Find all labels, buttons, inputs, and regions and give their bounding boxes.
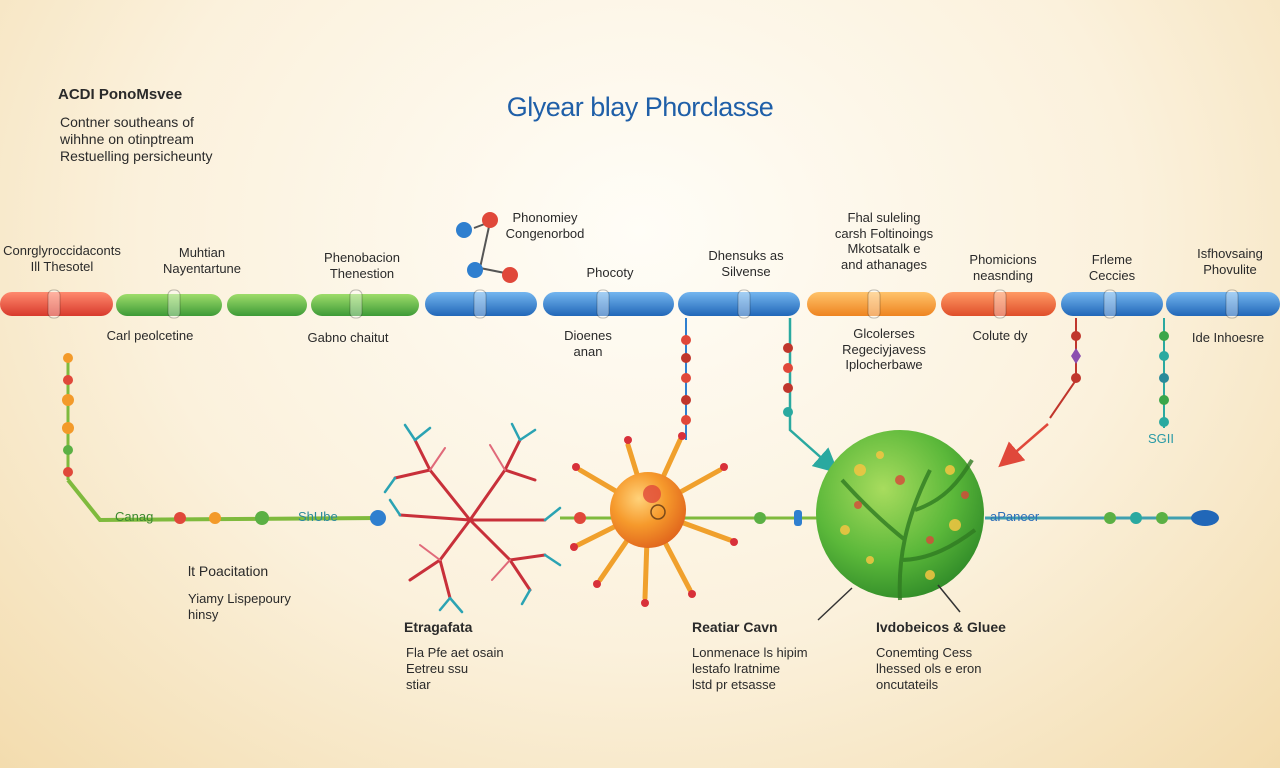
track-segment [807,292,936,316]
chain-label: aPaneer [990,509,1040,524]
connector-chains [681,318,1169,474]
left-chain [62,353,386,526]
track-bottom-label: Carl peolcetine [106,328,194,343]
segment-knob [473,289,487,319]
molecule-icon [456,212,518,283]
segment-knob [1225,289,1239,319]
segment-knob [596,289,610,319]
organ-icon [816,430,984,621]
track-top-label: Frleme Ceccies [1088,252,1136,283]
note-line: wihhne on otinptream [60,131,194,147]
note-line: Contner southeans of [60,114,194,130]
track-segment [425,292,537,316]
segment-knob [349,289,363,319]
diagram-title: Glyear blay Phorclasse [506,92,774,122]
track-top-label: Conrglyroccidaconts Ill Thesotel [3,243,121,274]
chain-label: Canag [115,509,154,524]
cell-icon [570,432,738,607]
track-top-label: Dhensuks as Silvense [708,248,784,279]
track-top-label: Phocoty [586,265,634,280]
segment-knob [737,289,751,319]
track-top-label: Isfhovsaing Phovulite [1197,246,1263,277]
track-top-label: Fhal suleling carsh Foltinoings Mkotsata… [834,210,934,272]
segment-knob [993,289,1007,319]
track-top-label: Phenobacion Thenestion [324,250,400,281]
track-segment [941,292,1056,316]
track-top-label: Phomicions neasnding [969,252,1037,283]
track-segment [0,292,113,316]
bottom-chain [560,510,1219,526]
track-bottom-label: Colute dy [972,328,1028,343]
track-segment [116,294,222,316]
track-segment [1166,292,1280,316]
track-top-label: Muhtian Nayentartune [162,245,242,276]
track-segment [1061,292,1163,316]
pathway-track [0,289,1280,319]
neuron-icon [383,422,562,614]
track-segment [311,294,419,316]
chain-label: ShUbe [298,509,338,524]
segment-knob [867,289,881,319]
track-top-label: Phonomiey Congenorbod [505,210,585,241]
segment-knob [1103,289,1117,319]
chain-label: SGII [1148,431,1175,446]
segment-knob [167,289,181,319]
bottom-text-block: Ivdobeicos & Gluee Conemting Cess lhesse… [876,619,1006,692]
track-bottom-label: Ide Inhoesre [1191,330,1265,345]
bottom-text-block: Etragafata Fla Pfe aet osain Eetreu ssu … [404,619,504,692]
segment-knob [47,289,61,319]
bottom-text-block: lt Poacitation Yiamy Lispepoury hinsy [188,563,291,622]
track-bottom-label: Glcolerses Regeciyjavess Iplocherbawe [842,326,926,373]
note-line: Restuelling persicheunty [60,148,213,164]
track-segment [543,292,674,316]
track-segment [678,292,800,316]
track-segment [227,294,307,316]
track-bottom-label: Gabno chaitut [307,330,389,345]
track-bottom-label: Dioenes anan [564,328,612,359]
bottom-text-block: Reatiar Cavn Lonmenace ls hipim lestafo … [692,619,808,692]
note-heading: ACDI PonoMsvee [58,86,183,103]
